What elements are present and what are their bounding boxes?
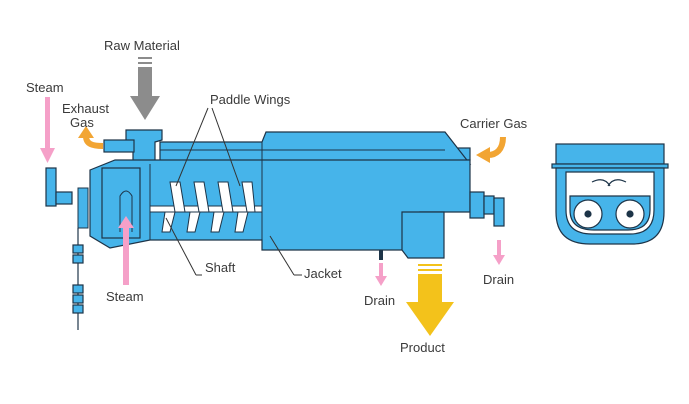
- leader-lines: [165, 107, 302, 276]
- paddle-wings: [161, 181, 256, 233]
- drain-label-right: Drain: [483, 272, 514, 287]
- jacket-leader: [269, 235, 295, 276]
- exhaust-gas-label-line2: Gas: [70, 115, 94, 130]
- dryer-body: [45, 129, 505, 259]
- raw-material-label: Raw Material: [104, 38, 180, 53]
- outlet-hopper: [401, 211, 445, 259]
- top-cover: [159, 131, 472, 165]
- paddle-wings-label: Paddle Wings: [210, 92, 291, 107]
- dryer-inner-details: [77, 142, 445, 250]
- shaft-leader: [165, 217, 197, 276]
- product-arrow: [406, 264, 454, 336]
- rotary-joint-arm: [55, 191, 73, 205]
- bearing-housing: [469, 191, 485, 219]
- drain-arrow-center: [375, 250, 387, 286]
- main-trough: [89, 159, 471, 251]
- shaft-label: Shaft: [205, 260, 236, 275]
- cross-section-view: [551, 143, 669, 245]
- right-drain-pipe: [493, 197, 505, 227]
- steam-inlet-arrow-bottom: [118, 216, 134, 285]
- raw-material-arrow: [130, 57, 160, 120]
- steam-label-bottom: Steam: [106, 289, 144, 304]
- steam-piping: [72, 228, 84, 330]
- rotation-arrow-right: [607, 179, 627, 187]
- paddle-leader-1: [175, 107, 209, 187]
- drain-label-center: Drain: [364, 293, 395, 308]
- steam-label-top: Steam: [26, 80, 64, 95]
- drain-arrow-right: [493, 240, 505, 265]
- steam-inlet-arrow-top: [40, 97, 55, 163]
- cross-section-cover: [555, 143, 665, 165]
- bearing-cap: [483, 195, 495, 215]
- exhaust-gas-arrow: [78, 126, 104, 149]
- jacket-label: Jacket: [304, 266, 342, 281]
- carrier-gas-arrow: [476, 136, 506, 163]
- carrier-gas-label: Carrier Gas: [460, 116, 528, 131]
- paddle-leader-2: [211, 107, 241, 187]
- exhaust-gas-label-line1: Exhaust: [62, 101, 109, 116]
- rotary-joint: [45, 167, 57, 207]
- exhaust-nozzle: [103, 139, 135, 153]
- product-label: Product: [400, 340, 445, 355]
